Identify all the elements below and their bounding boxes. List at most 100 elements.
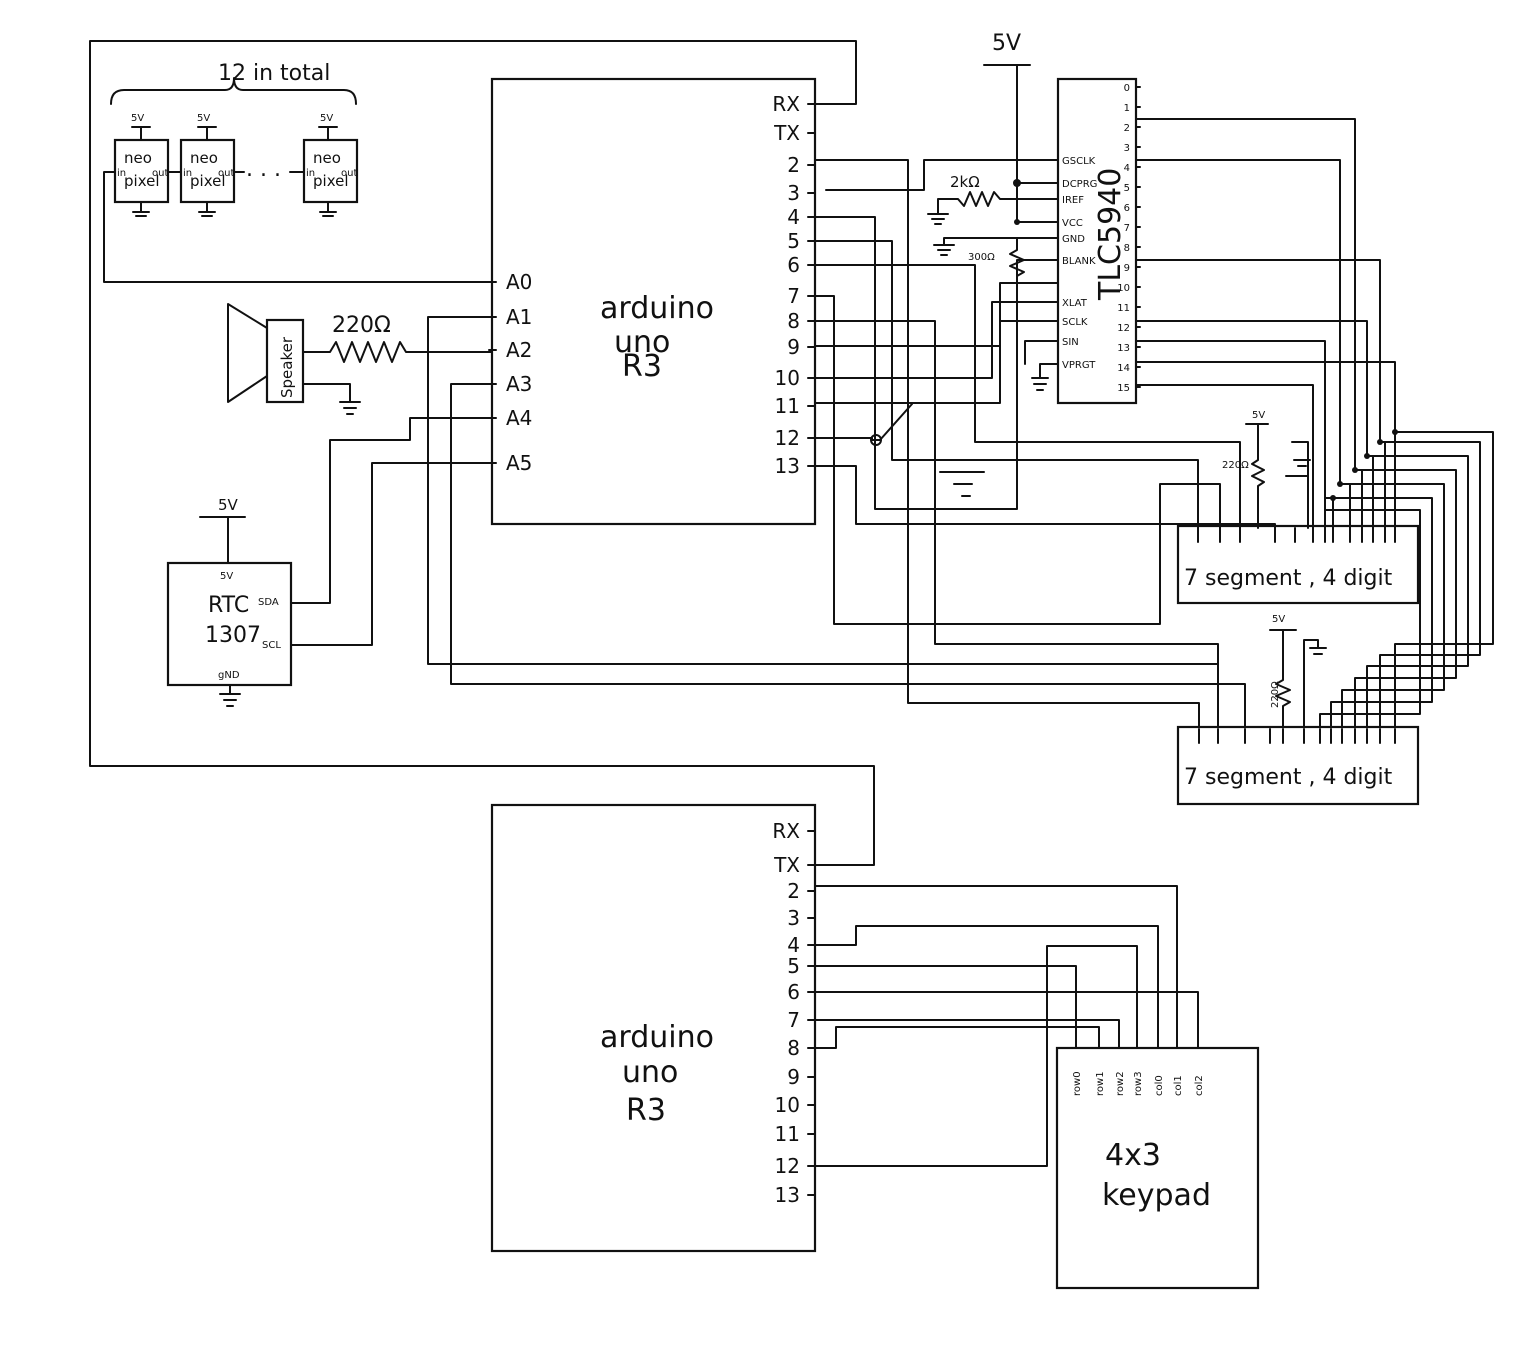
svg-text:in: in [183, 168, 192, 179]
svg-text:pixel: pixel [313, 172, 349, 190]
tlc-right-pin-label-13: 13 [1117, 343, 1130, 354]
svg-text:neo: neo [190, 149, 218, 167]
arduino-bottom-body [490, 803, 817, 1253]
wire-rx-tx [89, 40, 875, 866]
svg-text:neo: neo [124, 149, 152, 167]
speaker-label: Speaker [278, 336, 296, 398]
tlc-right-pin-label-1: 1 [1124, 103, 1130, 114]
tlc-name: TLC5940 [1093, 168, 1128, 301]
svg-text:5V: 5V [220, 571, 233, 582]
tlc-right-pin-label-4: 4 [1124, 163, 1130, 174]
arduino-bottom-pin-label-4: 4 [787, 933, 800, 957]
svg-text:5V: 5V [131, 113, 144, 124]
tlc-right-pin-label-7: 7 [1124, 223, 1130, 234]
tlc-left-pin-label-2: IREF [1062, 195, 1084, 206]
arduino-bottom-line1: arduino [600, 1020, 714, 1055]
tlc-left-pin-label-0: GSCLK [1062, 156, 1096, 167]
seg2-pins [1198, 728, 1396, 744]
arduino-top-pin-label-4: 4 [787, 205, 800, 229]
arduino-top-pin-label-13: 13 [775, 454, 800, 478]
arduino-bottom-pin-label-12: 12 [775, 1154, 800, 1178]
tlc-left-pin-label-5: BLANK [1062, 256, 1096, 267]
arduino-bottom-pin-label-13: 13 [775, 1183, 800, 1207]
arduino-top-pin-label-1: TX [773, 121, 800, 145]
neopixel-group: 12 in total neo pixel in out 5V neo pixe… [103, 61, 493, 283]
svg-text:neo: neo [313, 149, 341, 167]
keypad-pin-label-1: row1 [1095, 1071, 1106, 1096]
tlc-right-pin-label-6: 6 [1124, 203, 1130, 214]
rtc-module: RTC 1307 5V SDA SCL gND 5V [166, 417, 493, 707]
arduino-top-apin-label-0: A0 [506, 270, 532, 294]
arduino-bottom-line2: uno [622, 1055, 678, 1090]
arduino-top-line1: arduino [600, 291, 714, 326]
svg-text:5V: 5V [1252, 410, 1265, 421]
keypad-line1: 4x3 [1105, 1138, 1161, 1173]
arduino-bottom-pin-label-7: 7 [787, 1008, 800, 1032]
svg-text:pixel: pixel [124, 172, 160, 190]
tlc-right-pin-label-15: 15 [1117, 383, 1130, 394]
arduino-top-pin-label-11: 11 [775, 394, 800, 418]
wires-tlc-to-segments [1135, 118, 1494, 728]
arduino-top-pin-label-8: 8 [787, 309, 800, 333]
arduino-top-pin-label-10: 10 [775, 366, 800, 390]
neopixel-group-label: 12 in total [218, 61, 330, 86]
arduino-top-body [490, 77, 817, 526]
tlc-right-pin-label-5: 5 [1124, 183, 1130, 194]
keypad-pin-label-2: row2 [1115, 1071, 1126, 1096]
arduino-top-pin-label-3: 3 [787, 181, 800, 205]
arduino-top-apin-label-5: A5 [506, 451, 532, 475]
neopixel-2: neo pixel in out 5V [179, 113, 236, 217]
svg-text:220Ω: 220Ω [1222, 460, 1249, 471]
neopixel-dots: . . . [246, 157, 281, 182]
svg-text:gND: gND [218, 670, 240, 681]
rtc-line1: RTC [208, 593, 249, 618]
tlc-right-pin-label-0: 0 [1124, 83, 1130, 94]
tlc-blank-resistor: 300Ω [968, 252, 995, 263]
seg2-body [1176, 725, 1420, 806]
wire-neopixel-a0 [103, 171, 493, 283]
tlc-left-pins: GSCLKDCPRGIREFVCCGNDBLANKXLATSCLKSINVPRG… [1053, 156, 1097, 371]
tlc-right-pin-label-2: 2 [1124, 123, 1130, 134]
tlc-right-pin-label-12: 12 [1117, 323, 1130, 334]
arduino-bottom-line3: R3 [626, 1093, 666, 1128]
arduino-top-line2: uno [614, 325, 670, 360]
tlc-right-pin-label-9: 9 [1124, 263, 1130, 274]
speaker: Speaker 220Ω [227, 303, 493, 415]
neopixel-12: neo pixel in out 5V [302, 113, 359, 217]
svg-text:out: out [341, 168, 357, 179]
svg-text:out: out [152, 168, 168, 179]
tlc-right-pin-label-10: 10 [1117, 283, 1130, 294]
svg-text:out: out [218, 168, 234, 179]
arduino-bottom-pin-label-9: 9 [787, 1065, 800, 1089]
svg-text:5V: 5V [1272, 614, 1285, 625]
speaker-cone [227, 303, 268, 403]
tlc-left-pin-label-1: DCPRG [1062, 179, 1097, 190]
arduino-top-pin-label-0: RX [772, 92, 800, 116]
seg1-pins [1197, 527, 1396, 543]
arduino-bottom-pin-label-3: 3 [787, 906, 800, 930]
tlc-left-pin-label-4: GND [1062, 234, 1085, 245]
tlc-left-pin-label-6: XLAT [1062, 298, 1088, 309]
tlc-left-pin-label-9: VPRGT [1062, 360, 1096, 371]
keypad-line2: keypad [1102, 1178, 1211, 1213]
arduino-bottom-pin-label-11: 11 [775, 1122, 800, 1146]
arduino-top-pin-label-9: 9 [787, 335, 800, 359]
svg-text:SCL: SCL [262, 640, 281, 651]
neopixel-1: neo pixel in out 5V [113, 113, 170, 217]
arduino-bottom-pin-label-6: 6 [787, 980, 800, 1004]
svg-text:in: in [306, 168, 315, 179]
speaker-body [265, 318, 305, 404]
arduino-bottom-pin-label-5: 5 [787, 954, 800, 978]
tlc-body [1056, 77, 1138, 405]
arduino-bottom-pin-label-8: 8 [787, 1036, 800, 1060]
arduino-bottom-pin-label-1: TX [773, 853, 800, 877]
tlc-left-pin-label-3: VCC [1062, 218, 1083, 229]
